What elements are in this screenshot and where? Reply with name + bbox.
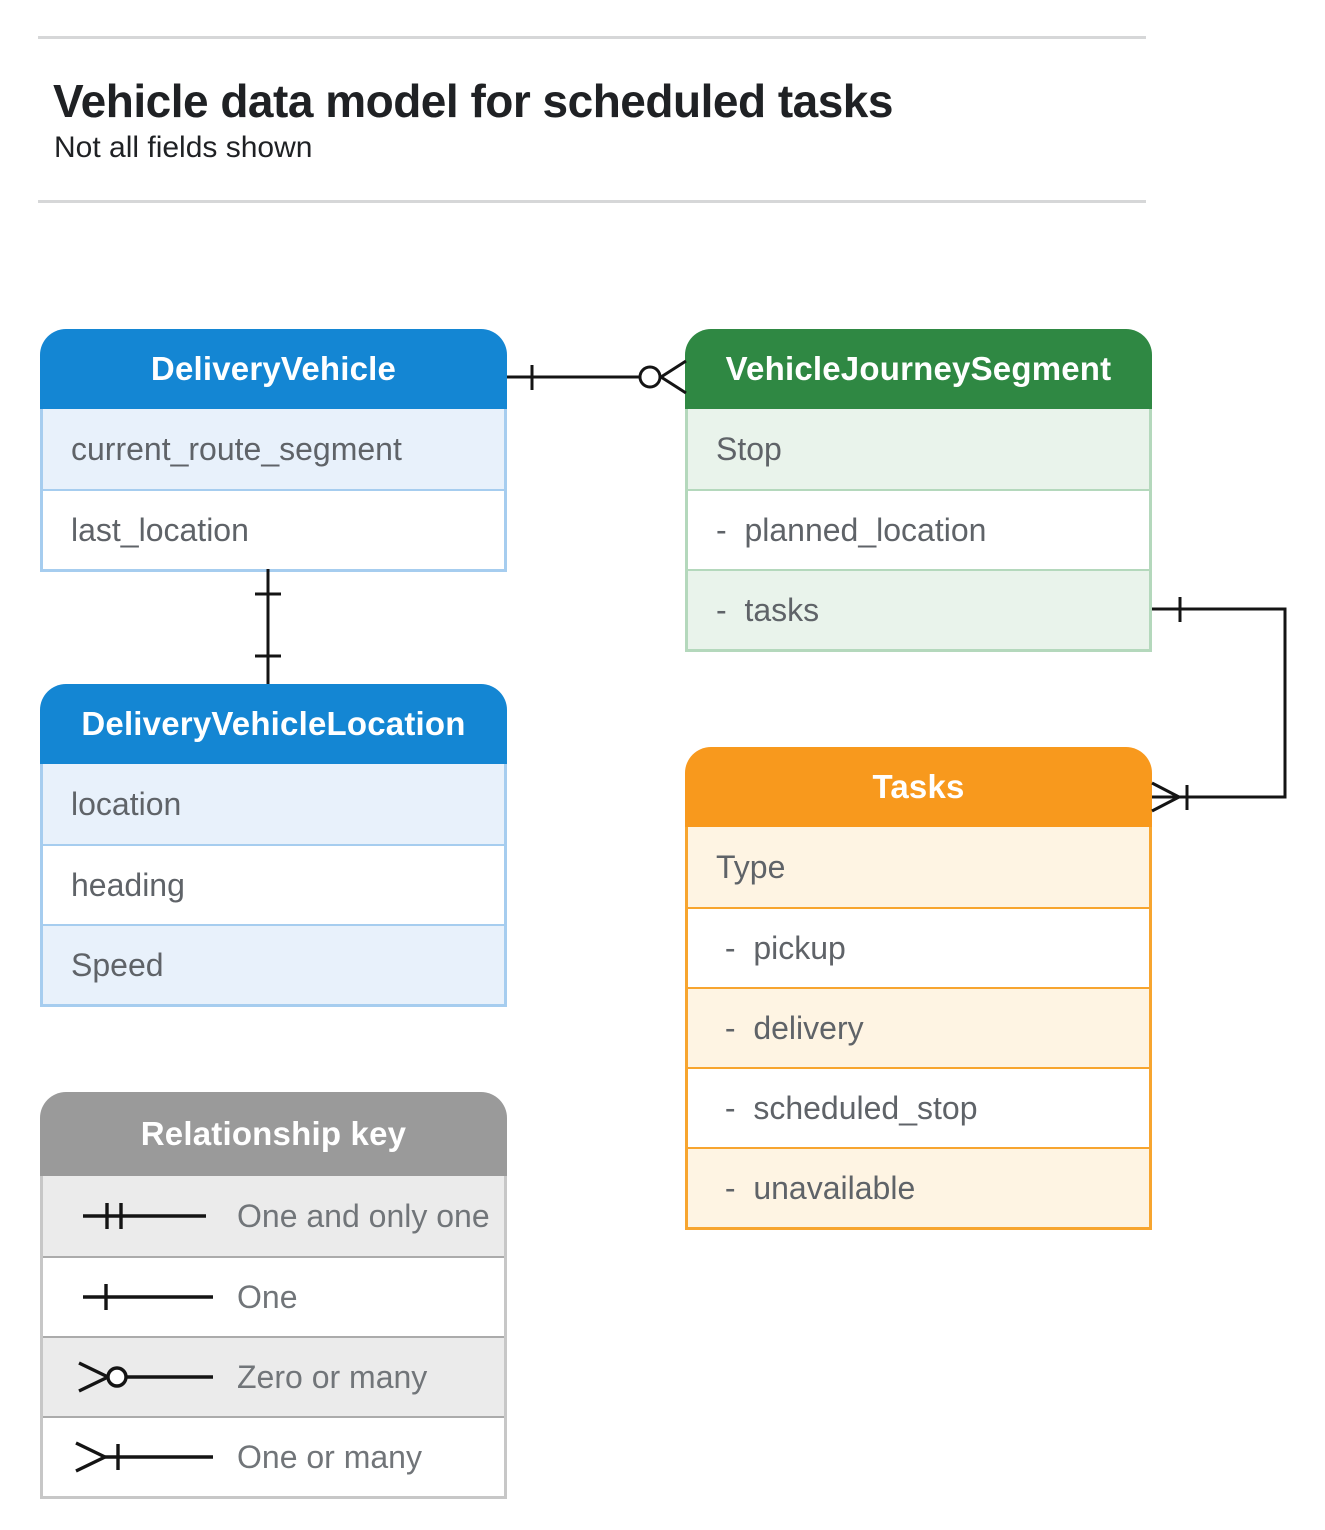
field-row: heading [43, 844, 504, 924]
entity-header: DeliveryVehicleLocation [40, 684, 507, 764]
entity-title: DeliveryVehicle [150, 350, 397, 387]
legend-item: One [43, 1256, 504, 1336]
relationship-key: Relationship key One and only one One [40, 1092, 507, 1499]
legend-item-label: One or many [237, 1438, 422, 1475]
field-row: current_route_segment [43, 409, 504, 489]
field-row: Speed [43, 924, 504, 1004]
connector-vehicle-to-location [255, 569, 281, 684]
legend-body: One and only one One Zero or many [40, 1176, 507, 1499]
legend-item: One and only one [43, 1176, 504, 1256]
page-title: Vehicle data model for scheduled tasks [53, 75, 893, 127]
entity-header: VehicleJourneySegment [685, 329, 1152, 409]
one-and-only-one-icon [83, 1203, 206, 1229]
field-row: - scheduled_stop [688, 1067, 1149, 1147]
one-or-many-icon [75, 1441, 213, 1473]
legend-item-label: One and only one [237, 1197, 490, 1234]
connector-vehicle-to-journey-segment [507, 359, 687, 395]
entity-vehicle-journey-segment: VehicleJourneySegment Stop- planned_loca… [685, 329, 1152, 652]
field-row: last_location [43, 489, 504, 569]
top-divider [38, 36, 1146, 39]
header-divider [38, 200, 1146, 203]
legend-item-label: One [237, 1278, 298, 1315]
legend-item-label: Zero or many [237, 1358, 428, 1395]
field-row: - tasks [688, 569, 1149, 649]
connector-segment-tasks-to-tasks [1151, 597, 1287, 813]
page-subtitle: Not all fields shown [54, 131, 313, 164]
entity-title: Tasks [872, 768, 965, 805]
entity-fields: Type - pickup - delivery - scheduled_sto… [685, 827, 1152, 1230]
entity-fields: Stop- planned_location- tasks [685, 409, 1152, 652]
one-icon [83, 1284, 213, 1310]
entity-title: VehicleJourneySegment [725, 350, 1112, 387]
entity-title: DeliveryVehicleLocation [81, 705, 466, 742]
field-row: - unavailable [688, 1147, 1149, 1227]
entity-header: DeliveryVehicle [40, 329, 507, 409]
field-row: location [43, 764, 504, 844]
field-row: - delivery [688, 987, 1149, 1067]
field-row: Type [688, 827, 1149, 907]
legend-item: One or many [43, 1416, 504, 1496]
field-row: - planned_location [688, 489, 1149, 569]
entity-tasks: Tasks Type - pickup - delivery - schedul… [685, 747, 1152, 1230]
zero-or-many-icon [78, 1361, 213, 1393]
entity-header: Tasks [685, 747, 1152, 827]
legend-item: Zero or many [43, 1336, 504, 1416]
legend-header: Relationship key [40, 1092, 507, 1176]
legend-title: Relationship key [140, 1115, 407, 1152]
field-row: Stop [688, 409, 1149, 489]
field-row: - pickup [688, 907, 1149, 987]
